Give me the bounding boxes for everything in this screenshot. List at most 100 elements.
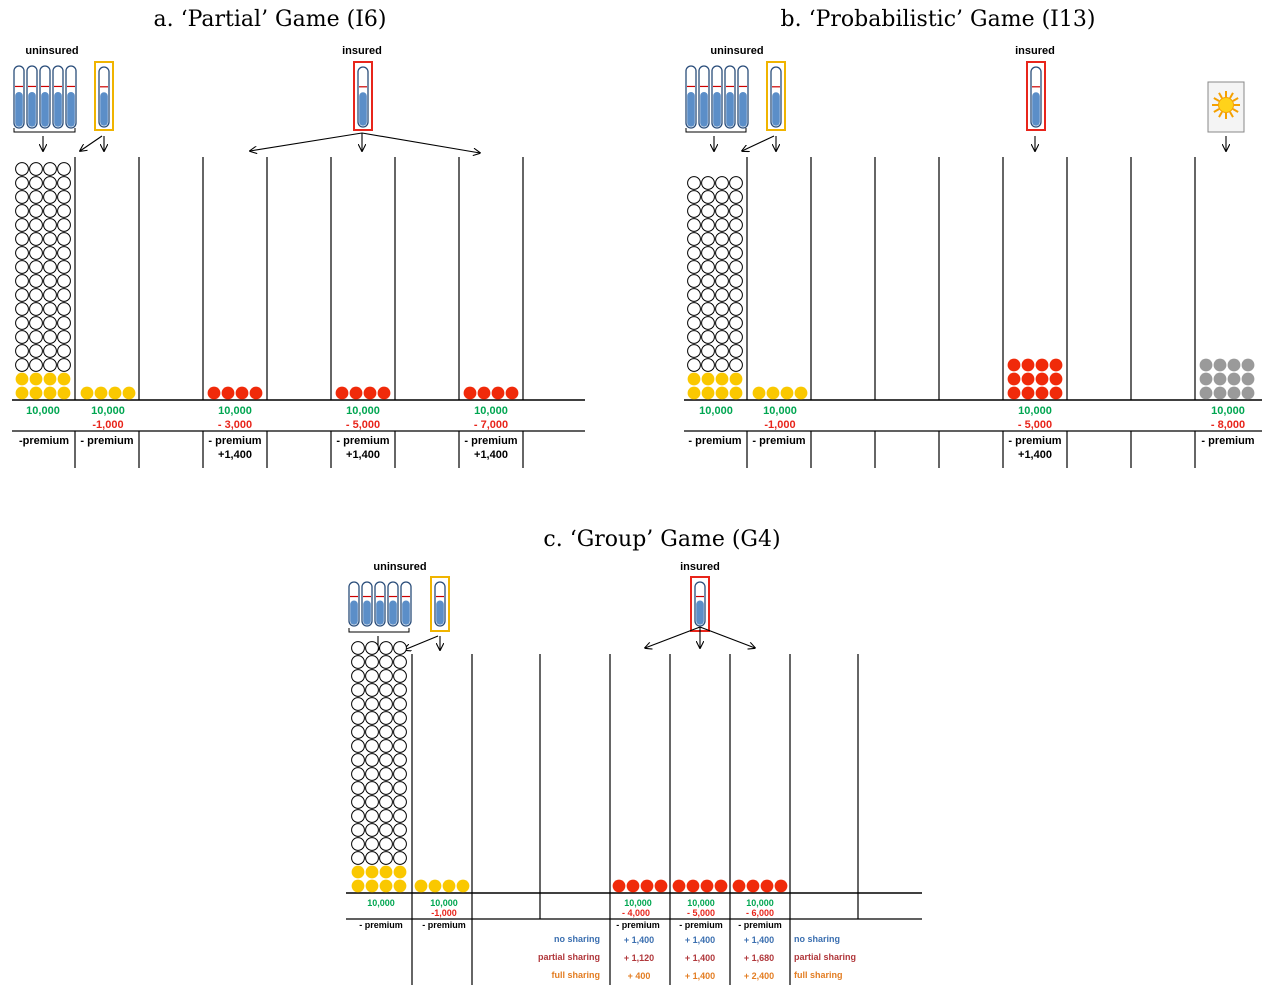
- panel-c-col3-loss: - 4,000: [622, 908, 650, 918]
- panel-c-yellow-ball: [414, 879, 428, 893]
- panel-c-white-ball: [393, 655, 407, 669]
- panel-a-col3-bottom: - premium: [208, 435, 261, 447]
- panel-b-yellow-ball: [687, 372, 701, 386]
- panel-b-white-ball: [687, 204, 701, 218]
- panel-b-gray-ball: [1199, 386, 1213, 400]
- panel-c-title: c. ‘Group’ Game (G4): [543, 527, 780, 552]
- panel-a-yellow-ball: [108, 386, 122, 400]
- panel-b-white-ball: [701, 344, 715, 358]
- panel-c-white-ball: [379, 711, 393, 725]
- panel-a-yellow-ball: [94, 386, 108, 400]
- panel-b-col2-value: 10,000: [763, 405, 797, 417]
- panel-c-col2-loss: -1,000: [431, 908, 457, 918]
- panel-a-white-ball: [43, 232, 57, 246]
- tube-liquid: [67, 92, 75, 127]
- panel-a-white-ball: [57, 190, 71, 204]
- panel-b-yellow-ball: [715, 386, 729, 400]
- panel-c-uninsured-0-test-tube-icon: [348, 581, 360, 627]
- panel-b-white-ball: [729, 274, 743, 288]
- panel-b-yellow-ball: [729, 386, 743, 400]
- panel-c-white-ball: [379, 767, 393, 781]
- panel-b-white-ball: [701, 190, 715, 204]
- panel-a-white-ball: [57, 204, 71, 218]
- panel-c-insured-label: insured: [680, 561, 720, 573]
- panel-a-yellow-ball: [15, 372, 29, 386]
- panel-c-white-ball: [365, 655, 379, 669]
- panel-c-white-ball: [351, 781, 365, 795]
- panel-a-white-ball: [15, 316, 29, 330]
- panel-a-white-ball: [29, 176, 43, 190]
- panel-a-red-ball: [463, 386, 477, 400]
- panel-b-gray-ball: [1227, 358, 1241, 372]
- panel-a-white-ball: [57, 246, 71, 260]
- panel-c-uninsured-4-test-tube-icon: [400, 581, 412, 627]
- tube-liquid: [687, 92, 695, 127]
- panel-a-white-ball: [57, 162, 71, 176]
- panel-b-yellow-ball: [752, 386, 766, 400]
- panel-a-red-ball: [335, 386, 349, 400]
- panel-c-white-ball: [351, 837, 365, 851]
- panel-c-white-ball: [351, 823, 365, 837]
- panel-b-col3-bonus: +1,400: [1018, 449, 1052, 461]
- panel-b-yellow-ball: [715, 372, 729, 386]
- panel-b-white-ball: [729, 330, 743, 344]
- panel-a-brace: [13, 128, 76, 133]
- panel-c-col3-full-sharing: + 400: [628, 971, 651, 981]
- panel-a-uninsured-2-test-tube-icon: [39, 65, 51, 129]
- panel-a-white-ball: [29, 190, 43, 204]
- panel-a-white-ball: [15, 288, 29, 302]
- panel-b-col2-bottom: - premium: [752, 435, 805, 447]
- panel-a-col5-bonus: +1,400: [474, 449, 508, 461]
- panel-b-white-ball: [701, 260, 715, 274]
- panel-b-col2-loss: -1,000: [764, 419, 795, 431]
- panel-a-white-ball: [29, 288, 43, 302]
- panel-c-partial-sharing-left: partial sharing: [538, 952, 600, 962]
- panel-c-yellow-ball: [456, 879, 470, 893]
- panel-b-red-ball: [1007, 386, 1021, 400]
- panel-c-white-ball: [379, 669, 393, 683]
- panel-b-white-ball: [729, 358, 743, 372]
- panel-b-white-ball: [729, 344, 743, 358]
- panel-c-white-ball: [393, 641, 407, 655]
- panel-a-white-ball: [57, 316, 71, 330]
- panel-c-yellow-ball: [393, 865, 407, 879]
- panel-a-col3-value: 10,000: [218, 405, 252, 417]
- panel-a-yellow-ball: [43, 372, 57, 386]
- tube-liquid: [389, 600, 397, 625]
- panel-c-uninsured-2-test-tube-icon: [374, 581, 386, 627]
- panel-c-yellow-ball: [351, 865, 365, 879]
- panel-b-col4-bottom: - premium: [1201, 435, 1254, 447]
- panel-a-white-ball: [57, 260, 71, 274]
- panel-b-red-ball: [1035, 372, 1049, 386]
- panel-c-yellow-ball: [428, 879, 442, 893]
- tube-liquid: [376, 600, 384, 625]
- panel-a-col2-loss: -1,000: [92, 419, 123, 431]
- panel-c-full-sharing-left: full sharing: [551, 970, 600, 980]
- panel-b-white-ball: [687, 274, 701, 288]
- sun-ray: [1229, 92, 1234, 99]
- panel-c-col4-value: 10,000: [687, 898, 715, 908]
- panel-a-white-ball: [29, 316, 43, 330]
- panel-c-no-sharing-right: no sharing: [794, 934, 840, 944]
- panel-c-uninsured-3-test-tube-icon: [387, 581, 399, 627]
- panel-c-col5-bottom: - premium: [738, 920, 782, 930]
- panel-b-white-ball: [701, 204, 715, 218]
- panel-b-insured-test-tube-icon: [1030, 66, 1042, 128]
- panel-a-white-ball: [43, 344, 57, 358]
- panel-b-white-ball: [701, 330, 715, 344]
- panel-a-col4-bottom: - premium: [336, 435, 389, 447]
- panel-b-white-ball: [687, 316, 701, 330]
- panel-a-white-ball: [43, 330, 57, 344]
- panel-c-white-ball: [351, 725, 365, 739]
- panel-b-yellow-ball: [687, 386, 701, 400]
- panel-c-values: 10,000 - premium 10,000 -1,000 - premium…: [359, 898, 856, 981]
- panel-c-white-ball: [365, 795, 379, 809]
- panel-a-white-ball: [43, 190, 57, 204]
- panel-b-brace: [685, 128, 747, 133]
- panel-c-yellow-diag-arrow-icon: [404, 635, 439, 650]
- panel-a-yellow-frame: [94, 61, 114, 131]
- panel-b-white-ball: [687, 232, 701, 246]
- panel-b-white-ball: [729, 232, 743, 246]
- panel-c-white-ball: [351, 697, 365, 711]
- panel-c-white-ball: [379, 823, 393, 837]
